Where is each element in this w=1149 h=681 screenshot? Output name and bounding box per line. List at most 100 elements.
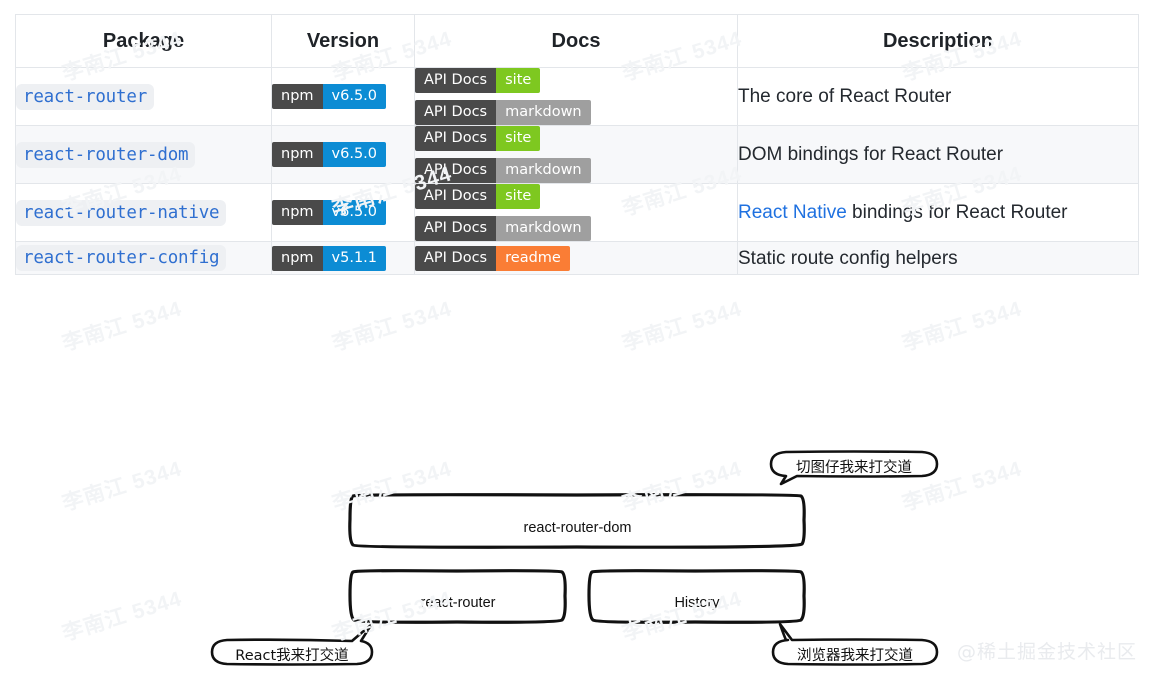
badge-label: API Docs: [415, 158, 497, 183]
package-name[interactable]: react-router: [16, 83, 155, 110]
badge-value: v5.1.1: [322, 245, 387, 271]
callout-react[interactable]: [210, 623, 374, 666]
badge-label: npm: [272, 142, 323, 167]
column-header-description: Description: [737, 14, 1139, 68]
box-outline-history: [587, 569, 806, 624]
badge-label: API Docs: [415, 100, 497, 125]
cell-description: React Native bindings for React Router: [737, 183, 1139, 242]
badge-value: site: [496, 126, 541, 151]
package-name[interactable]: react-router-dom: [16, 141, 196, 168]
badge-value: v6.5.0: [322, 84, 387, 109]
package-name[interactable]: react-router-native: [16, 199, 227, 226]
column-header-package: Package: [15, 14, 272, 68]
cell-description: DOM bindings for React Router: [737, 125, 1139, 184]
badge-label: API Docs: [415, 126, 497, 151]
badge-label: npm: [272, 200, 323, 225]
badge-label: API Docs: [415, 184, 497, 209]
description-body: Static route config helpers: [738, 247, 958, 269]
cell-description: Static route config helpers: [737, 241, 1139, 275]
column-header-version: Version: [271, 14, 415, 68]
badge-value: site: [496, 184, 541, 209]
package-table: Package Version Docs Description react-r…: [15, 14, 1139, 275]
box-outline-router: [348, 569, 567, 624]
badge-label: npm: [272, 245, 323, 271]
description-text: The core of React Router: [738, 82, 1138, 111]
diagram-box-history[interactable]: [587, 569, 806, 624]
table-header-row: Package Version Docs Description: [15, 14, 1139, 68]
cell-description: The core of React Router: [737, 67, 1139, 126]
badge-label: API Docs: [415, 68, 497, 93]
badge-value: v6.5.0: [322, 200, 387, 225]
badge-value: markdown: [496, 216, 591, 241]
callout-bubble-3: [771, 622, 939, 666]
package-name[interactable]: react-router-config: [16, 245, 227, 271]
package-table-container: Package Version Docs Description react-r…: [15, 14, 1139, 275]
diagram-box-react-router[interactable]: [348, 569, 567, 624]
watermark-tile: 李南江 5344: [899, 297, 1025, 356]
badge-value: readme: [496, 245, 570, 271]
watermark-tile: 李南江 5344: [59, 297, 185, 356]
diagram-svg: [210, 450, 939, 666]
callout-bubble-2: [210, 623, 374, 666]
cell-package: react-router-dom: [15, 125, 272, 184]
badge-value: markdown: [496, 158, 591, 183]
badge-value: v6.5.0: [322, 142, 387, 167]
badge-label: npm: [272, 84, 323, 109]
watermark-tile: 李南江 5344: [619, 297, 745, 356]
column-header-docs: Docs: [414, 14, 738, 68]
callout-bubble-1: [769, 450, 939, 486]
description-text: React Native bindings for React Router: [738, 198, 1138, 227]
site-watermark: @稀土掘金技术社区: [956, 641, 1137, 663]
description-link[interactable]: React Native: [738, 202, 847, 223]
watermark-tile: 李南江 5344: [329, 297, 455, 356]
cell-package: react-router-native: [15, 183, 272, 242]
badge-value: site: [496, 68, 541, 93]
cell-package: react-router-config: [15, 241, 272, 275]
callout-qietuzai[interactable]: [769, 450, 939, 486]
description-text: Static route config helpers: [738, 244, 1138, 273]
diagram-box-react-router-dom[interactable]: [348, 493, 806, 549]
description-body: bindings for React Router: [846, 202, 1068, 223]
badge-label: API Docs: [415, 245, 497, 271]
description-body: DOM bindings for React Router: [738, 144, 1004, 165]
badge-value: markdown: [496, 100, 591, 125]
callout-browser[interactable]: [771, 622, 939, 666]
table-header: Package Version Docs Description: [15, 14, 1139, 68]
description-body: The core of React Router: [738, 86, 952, 107]
description-text: DOM bindings for React Router: [738, 140, 1138, 169]
cell-package: react-router: [15, 67, 272, 126]
badge-label: API Docs: [415, 216, 497, 241]
box-outline-dom: [348, 493, 806, 549]
